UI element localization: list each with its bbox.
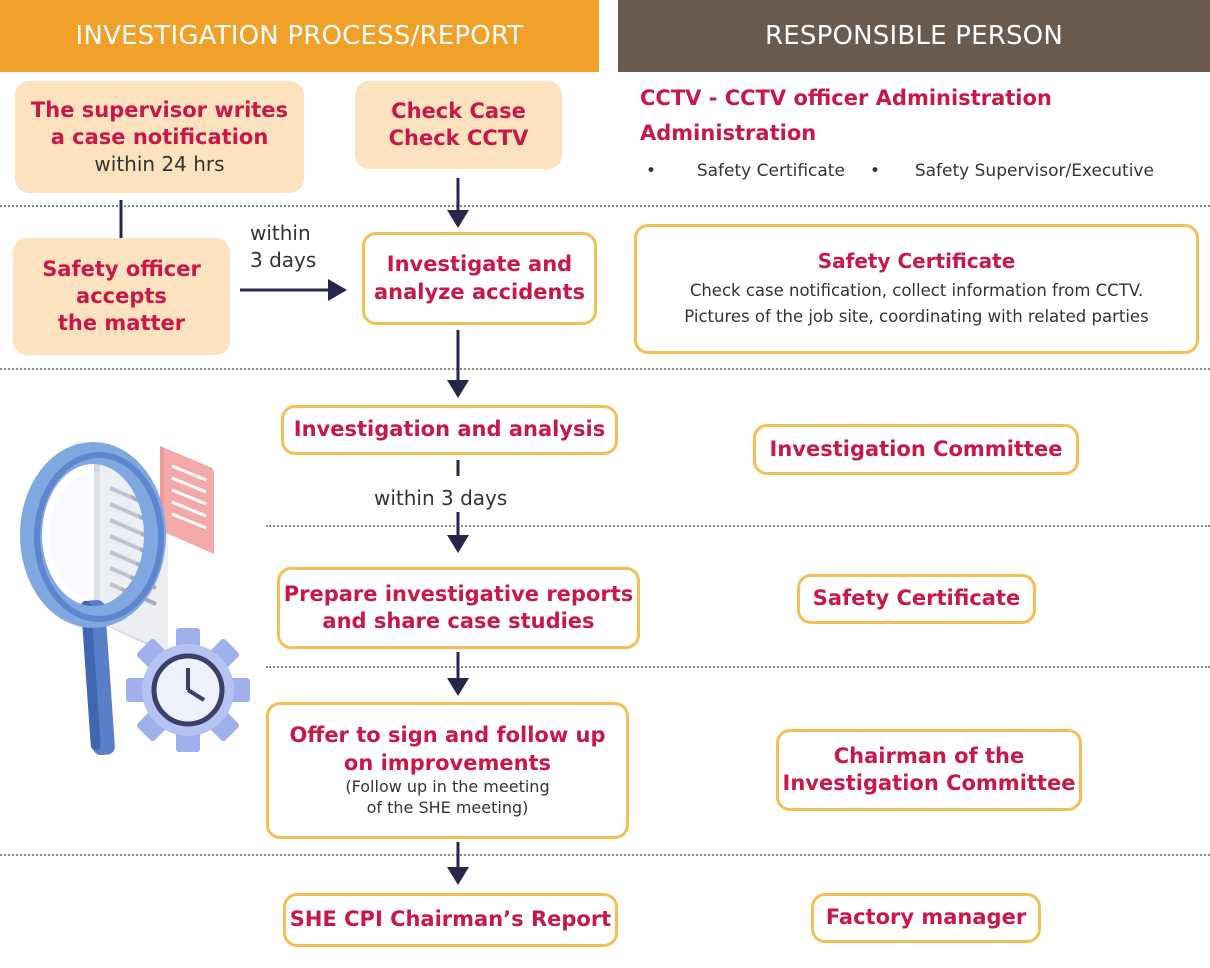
resp-row1-bullet-b: • Safety Supervisor/Executive — [870, 161, 1154, 181]
investigation-analysis-box: Investigation and analysis — [281, 405, 618, 455]
resp-row2-line1: Check case notification, collect informa… — [689, 281, 1144, 301]
separator-4 — [266, 666, 1210, 668]
safety-officer-box: Safety officer accepts the matter — [13, 238, 230, 355]
offer-line3: (Follow up in the meeting — [345, 777, 550, 796]
investigation-analysis-label: Investigation and analysis — [293, 417, 606, 442]
bullet-icon: • — [870, 161, 881, 181]
separator-3 — [266, 525, 1210, 527]
process-header: INVESTIGATION PROCESS/REPORT — [0, 0, 599, 72]
resp-row1-bullet-a: • Safety Certificate — [646, 161, 845, 181]
separator-2 — [0, 368, 1210, 370]
safety-officer-line1: Safety officer — [42, 256, 201, 281]
prepare-line1: Prepare investigative reports — [283, 581, 634, 606]
resp-row4-box: Safety Certificate — [797, 574, 1036, 624]
bullet-icon: • — [646, 161, 657, 181]
resp-row6-box: Factory manager — [811, 893, 1041, 943]
bullet-b-text: Safety Supervisor/Executive — [914, 161, 1154, 181]
safety-officer-line3: the matter — [57, 311, 186, 336]
resp-row4-label: Safety Certificate — [812, 586, 1021, 611]
resp-row1-title2: Administration — [640, 121, 817, 145]
within-3-days-label-b: within 3 days — [374, 486, 508, 510]
within-3-days-label-a: within 3 days — [250, 220, 316, 274]
responsible-header: RESPONSIBLE PERSON — [618, 0, 1210, 72]
supervisor-box: The supervisor writes a case notificatio… — [15, 81, 304, 193]
resp-row2-line2: Pictures of the job site, coordinating w… — [684, 307, 1149, 326]
gear-clock-icon — [126, 628, 250, 752]
supervisor-line3: within 24 hrs — [94, 152, 225, 177]
resp-row2-box: Safety Certificate Check case notificati… — [634, 224, 1199, 354]
check-line2: Check CCTV — [388, 126, 529, 150]
resp-row1-title1: CCTV - CCTV officer Administration — [640, 86, 1052, 110]
offer-line2: on improvements — [343, 750, 552, 775]
investigate-line2: analyze accidents — [374, 279, 585, 304]
resp-row5-line2: Investigation Committee — [782, 771, 1076, 795]
check-line1: Check Case — [391, 98, 526, 123]
she-cpi-label: SHE CPI Chairman’s Report — [289, 907, 612, 932]
she-cpi-box: SHE CPI Chairman’s Report — [283, 893, 618, 947]
prepare-box: Prepare investigative reports and share … — [277, 567, 640, 649]
offer-line4: of the SHE meeting) — [366, 797, 529, 817]
bullet-a-text: Safety Certificate — [696, 161, 845, 181]
resp-row5-box: Chairman of the Investigation Committee — [776, 729, 1082, 811]
investigate-box: Investigate and analyze accidents — [362, 232, 597, 325]
prepare-line2: and share case studies — [322, 609, 595, 633]
within-line1: within — [250, 221, 311, 245]
separator-5 — [0, 854, 1210, 856]
resp-row3-box: Investigation Committee — [753, 424, 1079, 475]
investigation-illustration — [20, 442, 250, 756]
resp-row6-label: Factory manager — [825, 905, 1027, 930]
safety-officer-line2: accepts — [76, 283, 167, 308]
investigate-line1: Investigate and — [386, 252, 573, 277]
resp-row5-line1: Chairman of the — [833, 743, 1025, 768]
resp-row3-label: Investigation Committee — [769, 436, 1063, 461]
magnifying-glass-icon — [20, 442, 166, 756]
within-line2: 3 days — [250, 248, 317, 272]
offer-line1: Offer to sign and follow up — [289, 723, 606, 748]
resp-row2-title: Safety Certificate — [817, 249, 1016, 274]
separator-1 — [0, 205, 1210, 207]
supervisor-line1: The supervisor writes — [30, 97, 289, 122]
offer-box: Offer to sign and follow up on improveme… — [266, 702, 629, 839]
check-box: Check Case Check CCTV — [355, 81, 562, 169]
supervisor-line2: a case notification — [50, 125, 269, 149]
